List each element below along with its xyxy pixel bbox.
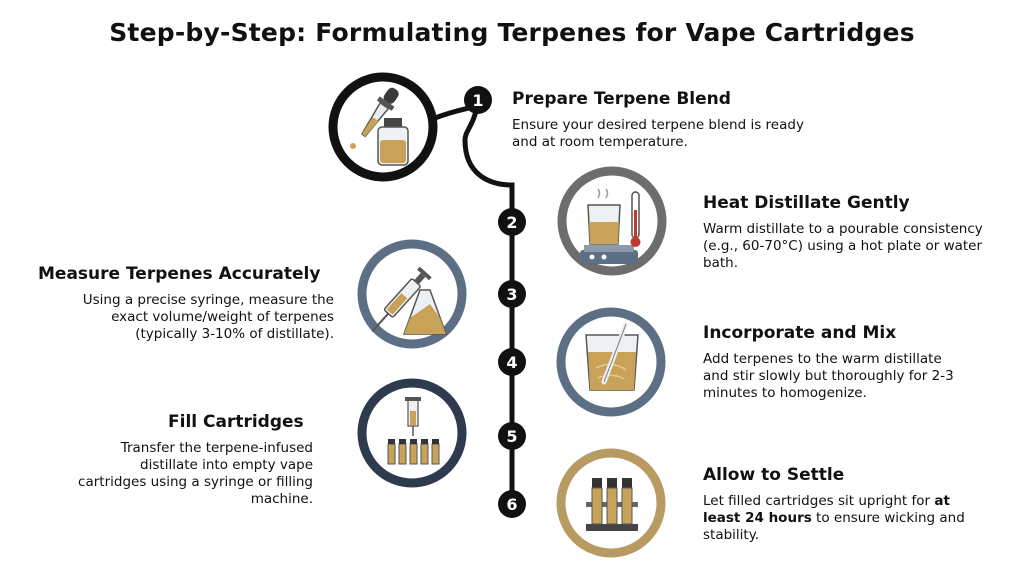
icon-circle-6 — [556, 448, 666, 558]
step-2-desc: Warm distillate to a pourable consistenc… — [703, 221, 983, 271]
step-1-text: Prepare Terpene Blend Ensure your desire… — [512, 89, 812, 151]
step-2-text: Heat Distillate Gently Warm distillate t… — [703, 193, 988, 272]
step-4-title: Incorporate and Mix — [703, 323, 897, 343]
step-6-title: Allow to Settle — [703, 465, 845, 485]
icon-circle-5 — [357, 378, 467, 488]
step-3-title: Measure Terpenes Accurately — [38, 264, 321, 284]
step-5-title: Fill Cartridges — [168, 412, 304, 432]
step-number-1: 1 — [472, 91, 483, 110]
step-node-4: 4 — [498, 348, 526, 376]
step-4-desc: Add terpenes to the warm distillate and … — [703, 351, 954, 401]
page-title: Step-by-Step: Formulating Terpenes for V… — [109, 18, 915, 47]
step-6-desc: Let filled cartridges sit upright for at… — [703, 493, 973, 544]
step-node-1: 1 — [464, 86, 492, 114]
step-6-desc-pre: Let filled cartridges sit upright for — [703, 493, 935, 509]
icon-circle-4 — [556, 307, 666, 417]
step-2-title: Heat Distillate Gently — [703, 193, 910, 213]
step-6-text: Allow to Settle Let filled cartridges si… — [703, 465, 973, 544]
step-node-6: 6 — [498, 490, 526, 518]
step-number-3: 3 — [506, 285, 517, 304]
syringe-flask-icon — [371, 266, 448, 335]
step-node-5: 5 — [498, 422, 526, 450]
beaker-stir-icon — [585, 321, 639, 391]
step-number-4: 4 — [506, 353, 517, 372]
hot-plate-beaker-icon — [580, 188, 641, 264]
step-3-text: Measure Terpenes Accurately Using a prec… — [20, 264, 334, 343]
syringe-cartridges-icon — [387, 397, 440, 465]
step-number-6: 6 — [506, 495, 517, 514]
icon-circle-2 — [557, 166, 667, 276]
step-number-2: 2 — [506, 213, 517, 232]
icon-circle-3 — [357, 239, 467, 349]
step-1-title: Prepare Terpene Blend — [512, 89, 731, 109]
step-6-desc-bold: at least 24 hours — [703, 493, 950, 526]
icon-circle-1 — [328, 72, 438, 182]
step-5-text: Fill Cartridges Transfer the terpene-inf… — [70, 412, 313, 508]
step-number-5: 5 — [506, 427, 517, 446]
step-node-2: 2 — [498, 208, 526, 236]
step-1-desc: Ensure your desired terpene blend is rea… — [512, 117, 804, 150]
step-5-desc: Transfer the terpene-infused distillate … — [78, 440, 313, 507]
step-6-desc-post: to ensure wicking and stability. — [703, 510, 965, 543]
dropper-bottle-icon — [350, 87, 409, 166]
step-4-text: Incorporate and Mix Add terpenes to the … — [703, 323, 963, 402]
step-3-desc: Using a precise syringe, measure the exa… — [82, 292, 334, 342]
step-node-3: 3 — [498, 280, 526, 308]
cartridge-rack-icon — [586, 478, 638, 531]
